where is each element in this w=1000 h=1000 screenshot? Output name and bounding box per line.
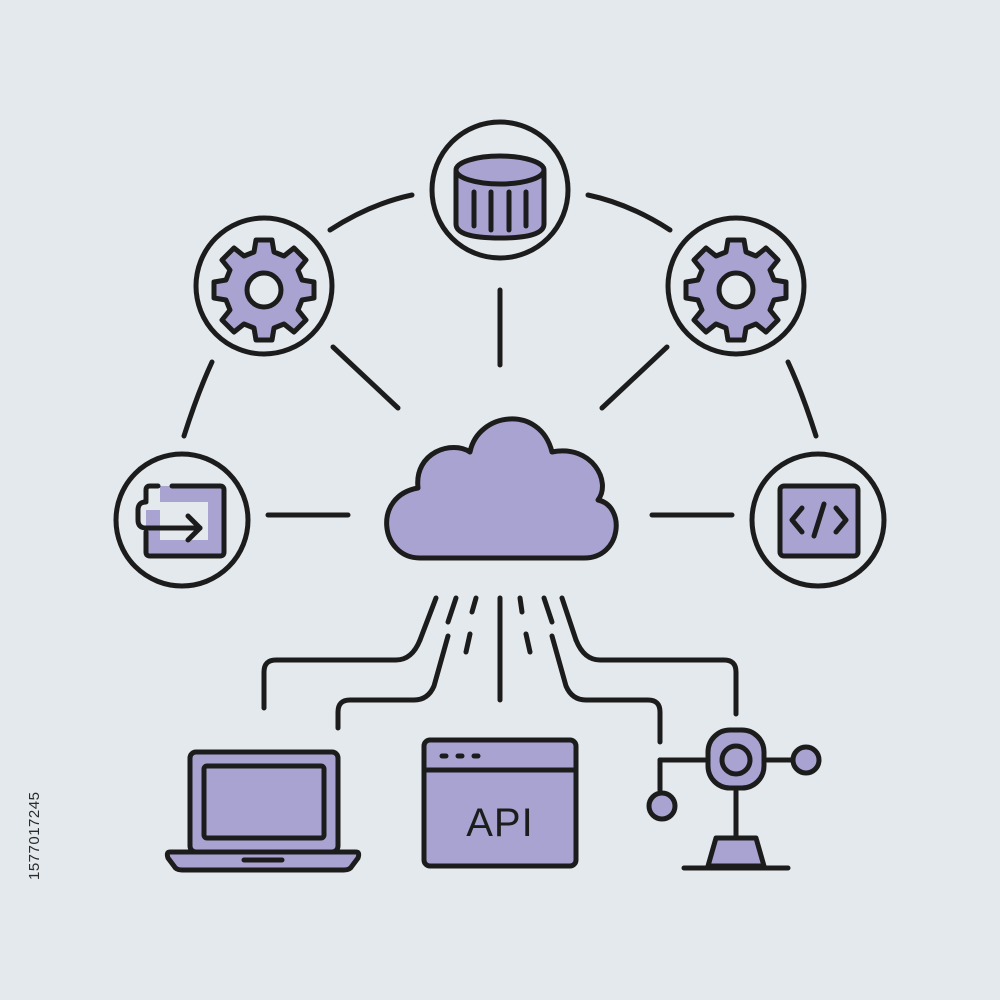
cloud-icon	[384, 416, 619, 561]
laptop-icon	[164, 749, 362, 873]
browser-window-icon: API	[421, 737, 579, 869]
orbit-node-export	[113, 451, 251, 589]
orbit-node-gear-left	[193, 215, 335, 357]
gear-icon	[683, 237, 789, 343]
connector-robot-outer	[573, 637, 739, 717]
connector-laptop-outer	[261, 637, 423, 711]
spoke-gear-right	[599, 344, 670, 411]
robot-arm-icon	[646, 727, 822, 871]
gear-icon	[211, 237, 317, 343]
cloud-spokes	[265, 287, 735, 518]
arc-gear-right-code	[785, 359, 819, 439]
arc-database-gear-right	[585, 192, 673, 233]
spoke-gear-left	[330, 344, 401, 411]
device-connectors	[261, 633, 739, 745]
data-stream-lines	[417, 595, 579, 703]
orbit-node-gear-right	[665, 215, 807, 357]
connector-robot-inner	[549, 633, 663, 745]
api-label: API	[466, 801, 533, 845]
export-arrow-icon	[135, 483, 227, 559]
database-icon	[453, 153, 547, 241]
arc-gear-left-database	[327, 192, 415, 233]
code-icon	[777, 483, 861, 559]
orbit-node-database	[429, 119, 571, 261]
arc-export-gear-left	[181, 359, 215, 439]
orbit-arc-connectors	[181, 192, 819, 439]
stock-id-label: 1577017245	[26, 791, 43, 880]
connector-laptop-inner	[335, 633, 451, 731]
orbit-node-code	[749, 451, 887, 589]
